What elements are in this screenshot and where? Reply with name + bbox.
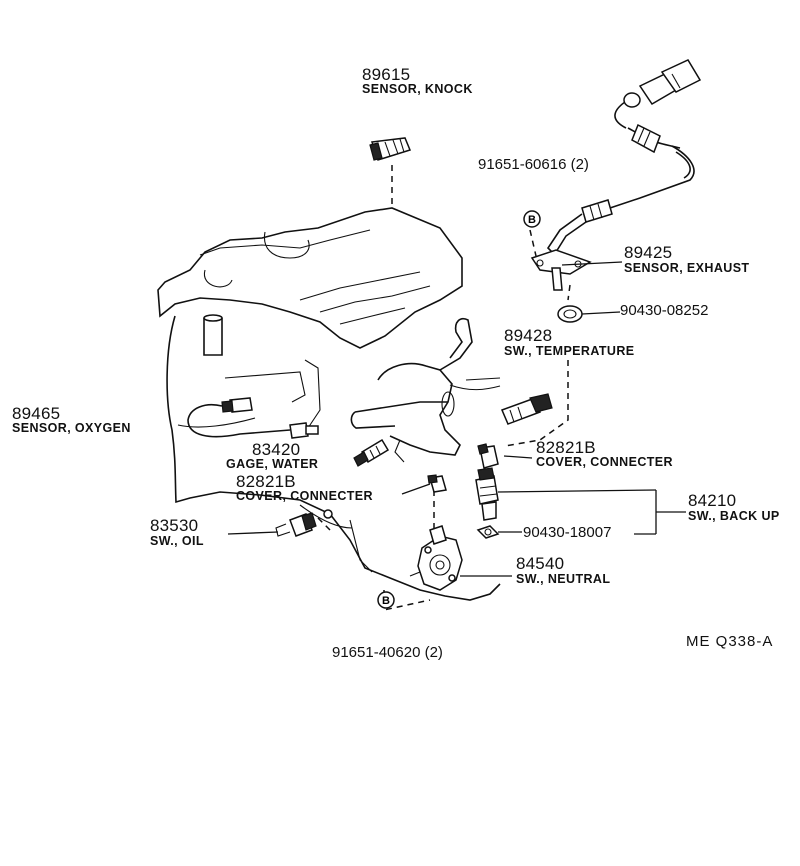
part-91651-60616-number: 91651-60616 (2) xyxy=(478,156,589,173)
exhaust-sensor xyxy=(530,59,702,291)
diagram-reference-code: ME Q338-A xyxy=(686,633,774,650)
part-89425-number: 89425 xyxy=(624,243,673,262)
part-84210-desc: SW., BACK UP xyxy=(688,509,780,523)
solid-leaders xyxy=(227,261,686,577)
gasket-18007 xyxy=(476,525,500,539)
gasket-08252 xyxy=(557,305,583,323)
part-89615-desc: SENSOR, KNOCK xyxy=(362,82,473,96)
part-83530-number: 83530 xyxy=(150,516,199,535)
temperature-switch xyxy=(500,393,553,425)
bolt-marker-upper: B xyxy=(523,210,541,228)
part-84540-desc: SW., NEUTRAL xyxy=(516,572,611,586)
bolt-marker-lower: B xyxy=(377,591,395,609)
connector-cover-left xyxy=(427,474,447,493)
part-89615-number: 89615 xyxy=(362,65,411,84)
part-84540-number: 84540 xyxy=(516,554,565,573)
part-89425-desc: SENSOR, EXHAUST xyxy=(624,261,750,275)
connector-cover-right xyxy=(477,443,499,469)
part-82821b-right-desc: COVER, CONNECTER xyxy=(536,455,673,469)
part-90430-08252-number: 90430-08252 xyxy=(620,302,709,319)
engine-block xyxy=(157,207,501,601)
oil-switch xyxy=(275,509,333,537)
svg-text:B: B xyxy=(528,214,536,226)
neutral-switch xyxy=(409,525,463,591)
part-82821b-right-number: 82821B xyxy=(536,438,596,457)
part-82821b-left-number: 82821B xyxy=(236,472,296,491)
part-90430-18007-number: 90430-18007 xyxy=(523,524,612,541)
oxygen-sensor xyxy=(187,397,319,439)
part-84210-number: 84210 xyxy=(688,491,737,510)
part-83530-desc: SW., OIL xyxy=(150,534,204,548)
part-82821b-left-desc: COVER, CONNECTER xyxy=(236,489,373,503)
water-gage xyxy=(353,438,390,467)
svg-text:B: B xyxy=(382,595,390,607)
part-83420-desc: GAGE, WATER xyxy=(226,457,319,471)
part-89465-desc: SENSOR, OXYGEN xyxy=(12,421,131,435)
part-89428-number: 89428 xyxy=(504,326,553,345)
part-89428-desc: SW., TEMPERATURE xyxy=(504,344,635,358)
part-91651-40620-number: 91651-40620 (2) xyxy=(332,644,443,661)
dashed-leaders xyxy=(317,165,571,611)
part-83420-number: 83420 xyxy=(252,440,301,459)
part-89465-number: 89465 xyxy=(12,404,61,423)
knock-sensor xyxy=(369,137,412,161)
backup-switch xyxy=(475,467,499,521)
